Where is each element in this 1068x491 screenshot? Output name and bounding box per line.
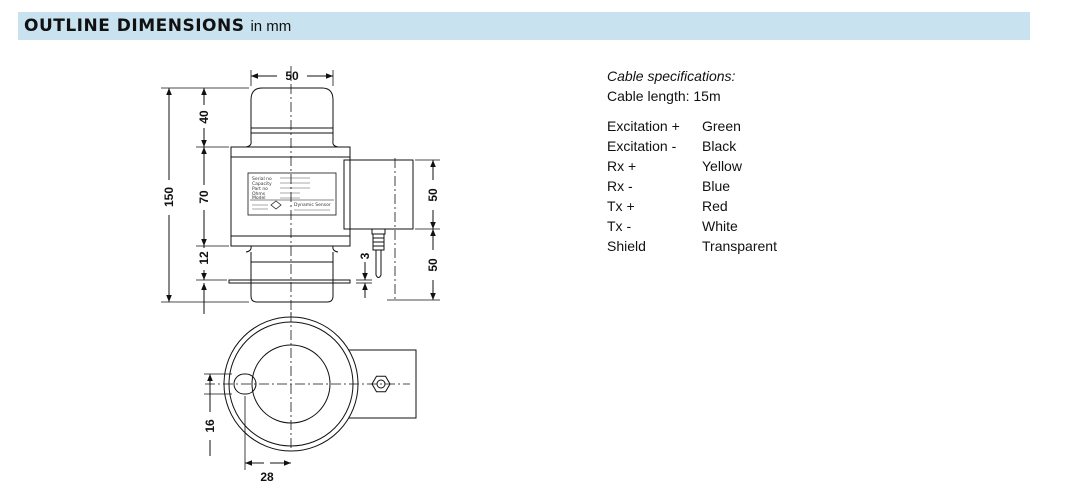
wire-color: Transparent bbox=[702, 238, 777, 254]
section-title: OUTLINE DIMENSIONS bbox=[24, 16, 245, 36]
top-cylinder bbox=[250, 87, 334, 129]
wire-signal: Tx - bbox=[607, 218, 632, 234]
table-row: Shield Transparent bbox=[607, 236, 777, 256]
plate-line: Capacity bbox=[252, 181, 272, 187]
plan-outer-ring bbox=[223, 316, 359, 452]
table-row: Tx + Red bbox=[607, 196, 777, 216]
plate-line: Model bbox=[252, 195, 266, 201]
dim-base-plate: 3 bbox=[358, 252, 372, 259]
dim-slot-height: 16 bbox=[203, 419, 217, 433]
wire-signal: Excitation - bbox=[607, 138, 677, 154]
dim-body-section: 70 bbox=[197, 190, 211, 204]
section-header: OUTLINE DIMENSIONS in mm bbox=[18, 12, 1030, 40]
wire-color: White bbox=[702, 218, 738, 234]
table-row: Excitation + Green bbox=[607, 116, 777, 136]
plate-line: Serial no bbox=[252, 176, 272, 182]
wire-color: Black bbox=[702, 138, 737, 154]
cable-length: Cable length: 15m bbox=[607, 88, 721, 104]
dim-connector-lower: 50 bbox=[426, 258, 440, 272]
plate-brand: Dynamic Sensor bbox=[294, 202, 331, 208]
plate-line: Part no bbox=[252, 186, 268, 192]
connector-box bbox=[343, 159, 414, 230]
plate-line: Ohms bbox=[252, 191, 266, 197]
main-body bbox=[230, 146, 351, 247]
table-row: Rx + Yellow bbox=[607, 156, 777, 176]
dim-top-section: 40 bbox=[197, 110, 211, 124]
base-plate bbox=[228, 279, 351, 284]
dim-overall-height: 150 bbox=[162, 187, 176, 207]
hex-nut bbox=[371, 375, 391, 393]
cable-specifications: Cable specifications: Cable length: 15m … bbox=[607, 66, 777, 256]
dim-slot-offset: 28 bbox=[260, 470, 274, 484]
plan-outline bbox=[349, 349, 417, 419]
wire-signal: Tx + bbox=[607, 198, 635, 214]
dim-base-section: 12 bbox=[197, 251, 211, 265]
wire-signal: Shield bbox=[607, 238, 646, 254]
wire-signal: Rx + bbox=[607, 158, 637, 174]
table-row: Excitation - Black bbox=[607, 136, 777, 156]
wire-color: Blue bbox=[702, 178, 731, 194]
label-plate bbox=[247, 172, 337, 216]
mounting-slot bbox=[233, 373, 257, 395]
wire-color: Red bbox=[702, 198, 728, 214]
cable-spec-title: Cable specifications: bbox=[607, 68, 736, 84]
bottom-cylinder bbox=[250, 262, 334, 303]
wire-signal: Excitation + bbox=[607, 118, 680, 134]
wire-color: Yellow bbox=[702, 158, 742, 174]
plan-inner-bore bbox=[251, 344, 331, 424]
section-unit: in mm bbox=[250, 17, 292, 35]
table-row: Rx - Blue bbox=[607, 176, 777, 196]
dim-connector-box: 50 bbox=[426, 188, 440, 202]
wire-table: Excitation + Green Excitation - Black Rx +… bbox=[607, 116, 777, 256]
wire-color: Green bbox=[702, 118, 741, 134]
dim-top-width: 50 bbox=[285, 69, 299, 83]
table-row: Tx - White bbox=[607, 216, 777, 236]
wire-signal: Rx - bbox=[607, 178, 633, 194]
logo-icon bbox=[270, 200, 282, 210]
